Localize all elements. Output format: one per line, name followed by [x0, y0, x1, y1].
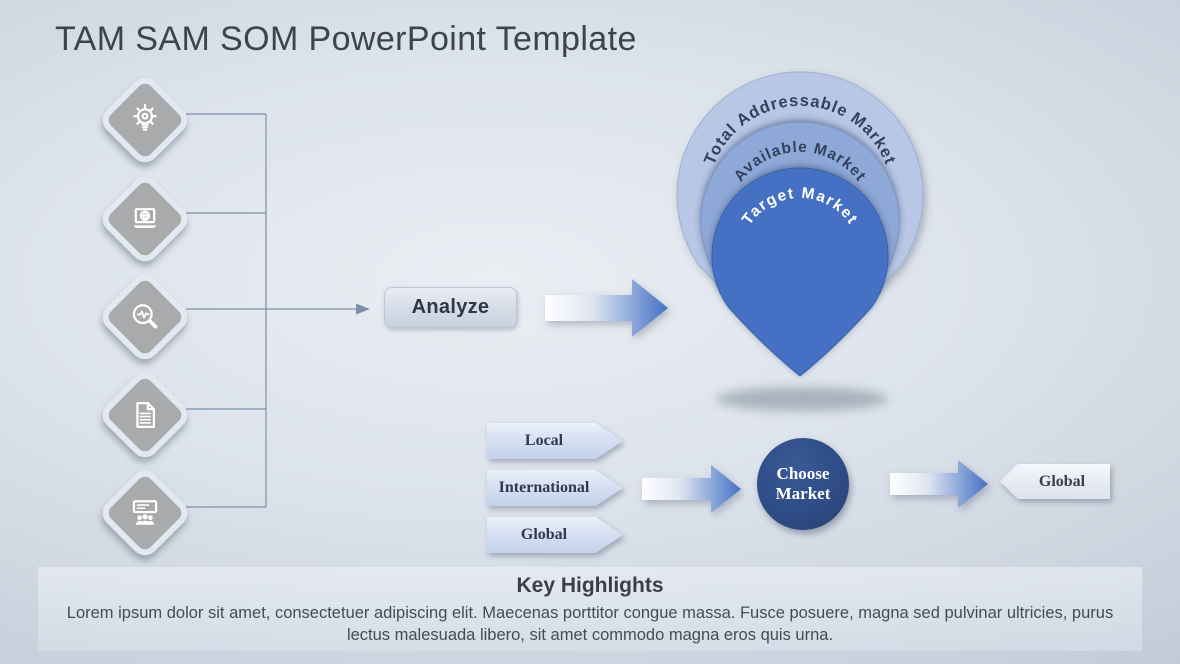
funnel-ground-shadow: [716, 387, 888, 411]
market-option-label: Local: [524, 432, 564, 449]
tam-sam-som-funnel[interactable]: Total Addressable Market Available Marke…: [676, 71, 924, 377]
arrow-options-to-choose: [642, 465, 741, 513]
key-highlights-body: Lorem ipsum dolor sit amet, consectetuer…: [66, 604, 1114, 645]
process-step-diamond-2[interactable]: [96, 170, 194, 268]
analyze-button[interactable]: Analyze: [384, 287, 517, 328]
key-highlights-panel: Key Highlights Lorem ipsum dolor sit ame…: [38, 567, 1142, 651]
analyze-label: Analyze: [411, 296, 490, 318]
choose-market-circle[interactable]: Choose Market: [757, 438, 849, 530]
selected-market-tag[interactable]: Global: [1000, 464, 1110, 499]
process-step-diamond-5[interactable]: [96, 464, 194, 562]
document-report-icon: [126, 396, 164, 434]
market-option-label: Global: [520, 526, 568, 543]
connector-lines: [186, 113, 358, 508]
selected-market-label: Global: [1038, 472, 1086, 490]
process-step-diamond-4[interactable]: [96, 366, 194, 464]
market-option-label: International: [498, 479, 590, 496]
process-step-diamond-1[interactable]: [96, 71, 194, 169]
market-option-local[interactable]: Local: [487, 423, 623, 459]
idea-lightbulb-gear-icon: [126, 101, 164, 139]
arrow-analyze-to-funnel: [545, 279, 668, 337]
choose-market-line1: Choose: [776, 463, 830, 483]
gradient-arrows: [545, 279, 988, 513]
process-step-diamond-3[interactable]: [96, 268, 194, 366]
funnel-layer-target[interactable]: [711, 167, 889, 377]
key-highlights-title: Key Highlights: [516, 574, 664, 597]
page-title: TAM SAM SOM PowerPoint Template: [55, 20, 637, 58]
connector-arrowhead: [356, 303, 370, 315]
presentation-audience-icon: [126, 494, 164, 532]
market-option-global[interactable]: Global: [487, 517, 623, 553]
laptop-globe-icon: [126, 200, 164, 238]
market-option-international[interactable]: International: [487, 470, 623, 506]
choose-market-line2: Market: [775, 484, 831, 503]
arrow-choose-to-global: [890, 460, 988, 508]
magnifier-pulse-icon: [126, 298, 164, 336]
